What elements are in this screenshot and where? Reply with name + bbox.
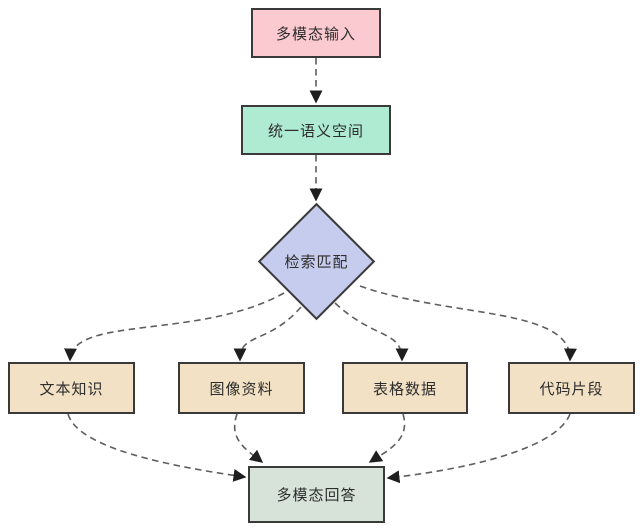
node-text-knowledge-label: 文本知识 xyxy=(39,380,104,398)
edge-code-snippet-to-answer xyxy=(386,413,571,484)
edge-image-material-to-answer xyxy=(233,413,264,463)
node-unified-semantic-space-label: 统一语义空间 xyxy=(267,122,364,140)
edge-retrieval-to-code-snippet xyxy=(359,285,577,362)
edge-table-data-to-answer xyxy=(368,413,406,463)
node-unified-semantic-space: 统一语义空间 xyxy=(241,105,391,155)
edge-retrieval-to-table-data xyxy=(334,302,409,362)
node-multimodal-input: 多模态输入 xyxy=(251,8,381,58)
node-table-data-label: 表格数据 xyxy=(372,380,437,398)
edge-retrieval-to-image-material xyxy=(233,306,302,362)
node-text-knowledge: 文本知识 xyxy=(8,362,135,414)
node-table-data: 表格数据 xyxy=(342,362,468,414)
edge-retrieval-to-text-knowledge xyxy=(64,292,285,362)
node-retrieval-match-label: 检索匹配 xyxy=(284,253,349,271)
node-multimodal-answer-label: 多模态回答 xyxy=(276,487,357,504)
node-retrieval-match: 检索匹配 xyxy=(276,246,357,276)
node-image-material: 图像资料 xyxy=(178,362,305,414)
node-image-material-label: 图像资料 xyxy=(209,380,274,398)
edge-text-knowledge-to-answer xyxy=(67,413,247,482)
node-code-snippet-label: 代码片段 xyxy=(539,380,604,398)
node-code-snippet: 代码片段 xyxy=(508,362,635,414)
node-multimodal-input-label: 多模态输入 xyxy=(275,25,356,43)
node-multimodal-answer: 多模态回答 xyxy=(248,466,385,523)
